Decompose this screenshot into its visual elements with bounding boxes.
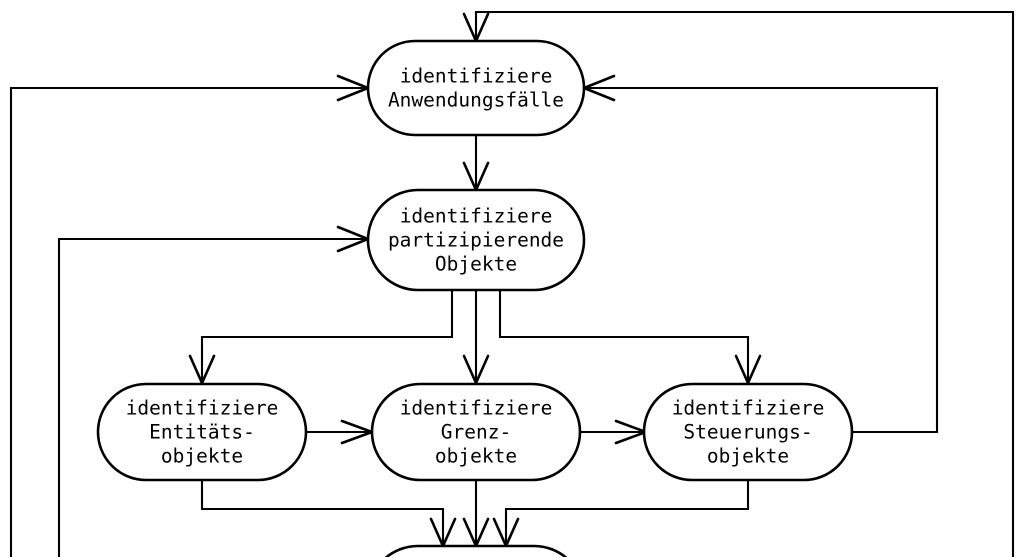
- node-group: identifiziere Anwendungsfälle identifizi…: [96, 39, 854, 557]
- node-entitaetsobjekte-shape: [96, 382, 308, 482]
- node-anwendungsfaelle-label-line-2: Anwendungsfälle: [388, 89, 564, 112]
- node-grenzobjekte-label-line-1: identifiziere: [400, 397, 553, 420]
- edge-partizipierende-to-steuerungsobjekte: [498, 290, 750, 383]
- node-grenzobjekte-label-line-3: objekte: [435, 445, 517, 468]
- edge-steuerungsobjekte-to-bottom: [504, 480, 750, 546]
- node-grenzobjekte-shape: [370, 382, 582, 482]
- node-anwendungsfaelle[interactable]: identifiziere Anwendungsfälle: [366, 39, 586, 137]
- node-steuerungsobjekte-shape: [642, 382, 854, 482]
- node-entitaetsobjekte-label-line-2: Entitäts-: [149, 421, 255, 444]
- edge-entitaetsobjekte-to-bottom: [200, 480, 445, 546]
- edge-left-inner-return-to-partizipierende: [57, 237, 368, 557]
- edge-steuerungsobjekte-to-anwendungsfaelle: [584, 86, 939, 434]
- node-steuerungsobjekte[interactable]: identifiziere Steuerungs- objekte: [642, 382, 854, 482]
- node-anwendungsfaelle-shape: [366, 39, 586, 137]
- node-anwendungsfaelle-label-line-1: identifiziere: [400, 65, 553, 88]
- node-grenzobjekte[interactable]: identifiziere Grenz- objekte: [370, 382, 582, 482]
- node-partizipierende-objekte-label-line-3: Objekte: [435, 253, 517, 276]
- edge-top-outer-return-to-anwendungsfaelle: [474, 10, 1015, 557]
- node-bottom-clipped-shape: [384, 544, 568, 557]
- node-entitaetsobjekte-label-line-1: identifiziere: [126, 397, 279, 420]
- node-partizipierende-objekte-label-line-1: identifiziere: [400, 205, 553, 228]
- node-bottom-clipped[interactable]: [368, 544, 584, 557]
- node-partizipierende-objekte[interactable]: identifiziere partizipierende Objekte: [366, 188, 586, 292]
- node-entitaetsobjekte[interactable]: identifiziere Entitäts- objekte: [96, 382, 308, 482]
- node-grenzobjekte-label-line-2: Grenz-: [441, 421, 511, 444]
- node-partizipierende-objekte-label-line-2: partizipierende: [388, 229, 564, 252]
- node-entitaetsobjekte-label-line-3: objekte: [161, 445, 243, 468]
- edge-partizipierende-to-entitaetsobjekte: [200, 290, 454, 383]
- node-partizipierende-objekte-shape: [366, 188, 586, 292]
- node-steuerungsobjekte-label-line-2: Steuerungs-: [683, 421, 812, 444]
- node-steuerungsobjekte-label-line-3: objekte: [707, 445, 789, 468]
- node-steuerungsobjekte-label-line-1: identifiziere: [672, 397, 825, 420]
- edge-group: [9, 10, 1015, 557]
- edge-left-outer-return-to-anwendungsfaelle: [9, 86, 368, 557]
